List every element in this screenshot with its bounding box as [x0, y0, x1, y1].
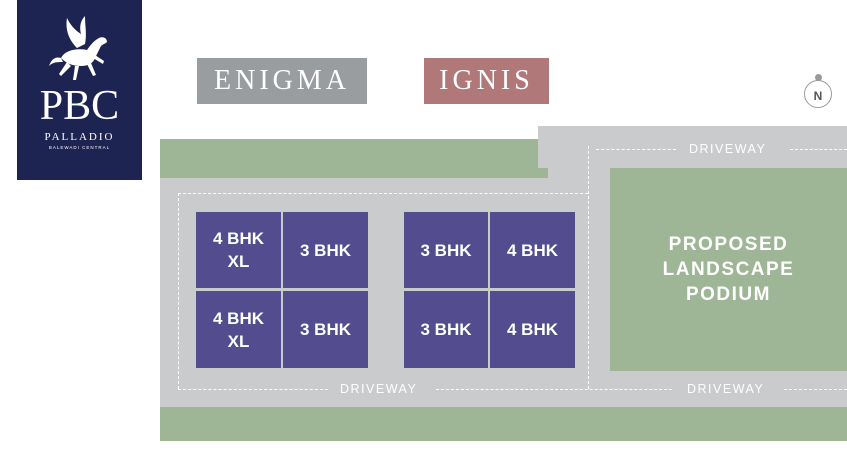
lane-marking [790, 149, 847, 150]
lane-marking [588, 146, 589, 389]
ignis-unit-3bhk: 3 BHK [404, 212, 488, 288]
compass-pointer [815, 74, 822, 81]
logo-name: PALLADIO [44, 131, 115, 143]
lane-marking [178, 193, 588, 194]
lane-marking [596, 149, 676, 150]
driveway-label-bottom-left: DRIVEWAY [334, 381, 424, 397]
tower-label-enigma: ENIGMA [197, 58, 367, 104]
enigma-unit-4bhk-xl: 4 BHK XL [196, 212, 281, 288]
green-strip-bottom [160, 407, 847, 441]
tower-label-ignis: IGNIS [424, 58, 549, 104]
pbc-logo: PBC PALLADIO BALEWADI CENTRAL [17, 0, 142, 180]
logo-initials: PBC [39, 83, 120, 129]
driveway-label-bottom-right: DRIVEWAY [681, 381, 771, 397]
ignis-unit-4bhk: 4 BHK [490, 291, 575, 368]
lane-marking [784, 389, 847, 390]
ignis-unit-3bhk: 3 BHK [404, 291, 488, 368]
enigma-unit-4bhk-xl: 4 BHK XL [196, 291, 281, 368]
pegasus-icon [49, 16, 107, 80]
green-strip-top [160, 139, 548, 178]
podium-label: PROPOSED LANDSCAPE PODIUM [662, 234, 795, 305]
logo-subtitle: BALEWADI CENTRAL [48, 145, 111, 150]
north-compass-icon: N [804, 80, 832, 108]
landscape-podium: PROPOSED LANDSCAPE PODIUM [610, 168, 847, 371]
lane-marking [178, 389, 328, 390]
driveway-label-top: DRIVEWAY [683, 141, 773, 157]
enigma-unit-3bhk: 3 BHK [283, 291, 368, 368]
road-area-right-connector [548, 139, 610, 178]
ignis-unit-4bhk: 4 BHK [490, 212, 575, 288]
lane-marking [178, 193, 179, 389]
enigma-unit-3bhk: 3 BHK [283, 212, 368, 288]
lane-marking [436, 389, 672, 390]
